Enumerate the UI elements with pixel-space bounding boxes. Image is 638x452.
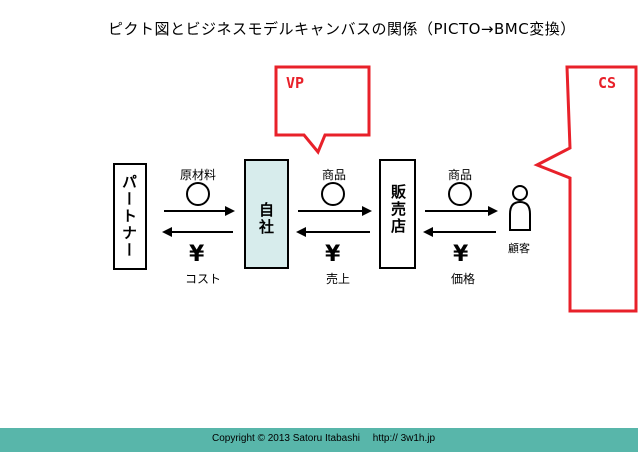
cs-label: CS (598, 74, 617, 92)
store-label: 販売店 (389, 184, 407, 235)
company-box (244, 159, 289, 269)
page-title: ピクト図とビジネスモデルキャンバスの関係（PICTO→BMC変換） (108, 20, 576, 38)
company-label: 自社 (257, 202, 275, 236)
cost-label: コスト (185, 272, 222, 286)
yen-symbol-price: ¥ (453, 242, 469, 267)
copyright-text: Copyright © 2013 Satoru Itabashi (212, 433, 361, 444)
raw-material-circle (186, 182, 210, 206)
price-label: 価格 (451, 272, 476, 286)
raw-materials-label: 原材料 (180, 168, 217, 182)
cs-callout (533, 65, 638, 313)
product-circle-1 (321, 182, 345, 206)
partner-label: パートナー (120, 174, 138, 259)
store-box (379, 159, 416, 269)
product-label-2: 商品 (448, 168, 473, 182)
customer-person-icon (509, 185, 531, 231)
customer-label: 顧客 (508, 242, 530, 255)
partner-box (113, 163, 147, 270)
footer-url: http:// 3w1h.jp (372, 433, 436, 444)
product-label-1: 商品 (322, 168, 347, 182)
vp-callout (274, 65, 371, 155)
yen-symbol-cost: ¥ (189, 242, 205, 267)
footer-bar (0, 428, 638, 452)
yen-symbol-sales: ¥ (325, 242, 341, 267)
product-circle-2 (448, 182, 472, 206)
vp-label: VP (286, 74, 305, 92)
sales-label: 売上 (326, 272, 351, 286)
footer-copyright: Copyright © 2013 Satoru Itabashi http://… (212, 433, 445, 444)
